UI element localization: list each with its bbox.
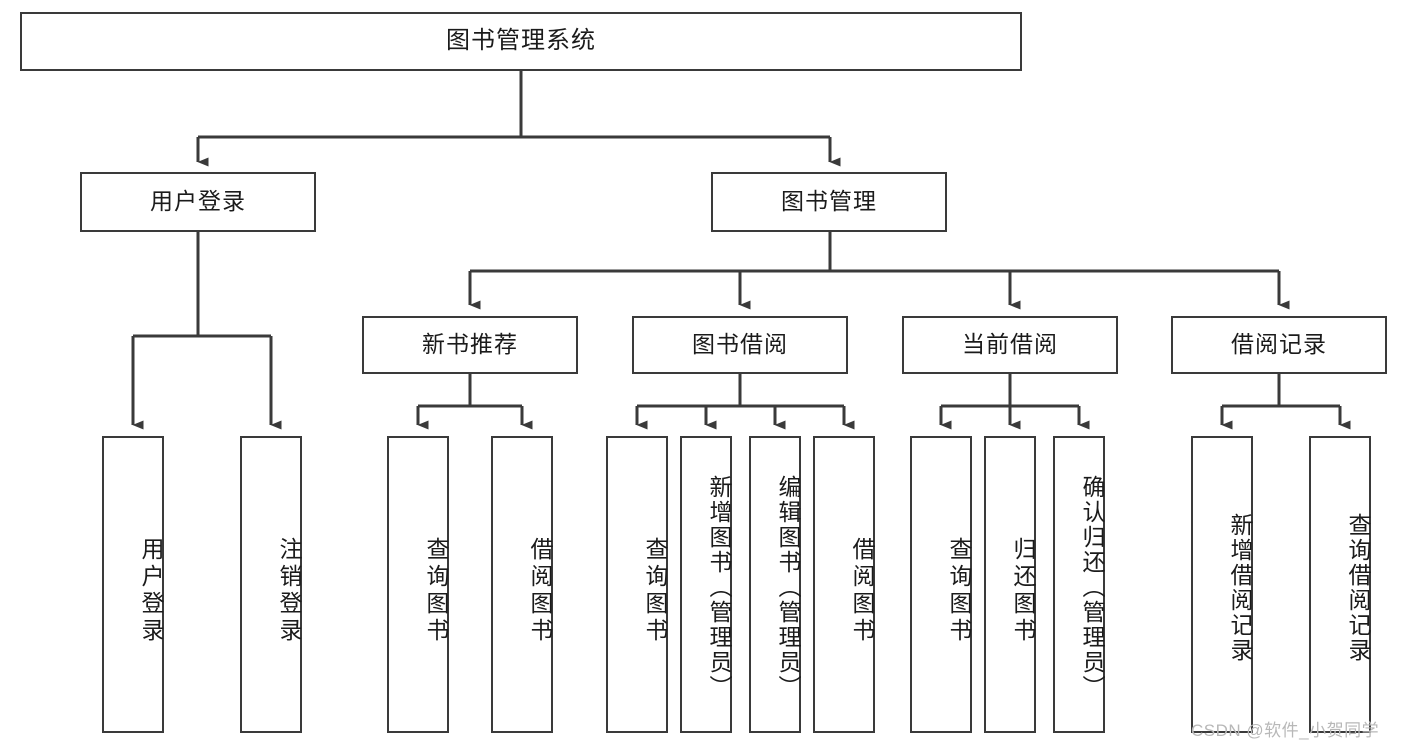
leaf-edit-book-admin[interactable]: 编辑图书（管理员） (749, 436, 801, 733)
leaf-query-book-borrowing[interactable]: 查询图书 (606, 436, 668, 733)
node-label: 查询图书 (946, 536, 972, 645)
node-label: 用户登录 (138, 536, 164, 645)
node-label: 归还图书 (1010, 536, 1036, 645)
node-current-borrowing[interactable]: 当前借阅 (902, 316, 1118, 374)
node-label: 用户登录 (150, 188, 246, 215)
node-label: 图书管理 (781, 188, 877, 215)
node-label: 查询图书 (642, 536, 668, 645)
node-label: 确认归还（管理员） (1079, 475, 1105, 700)
node-root-book-management-system[interactable]: 图书管理系统 (20, 12, 1022, 71)
node-label: 查询图书 (423, 536, 449, 645)
leaf-user-logout[interactable]: 注销登录 (240, 436, 302, 733)
leaf-borrow-book-recommendation[interactable]: 借阅图书 (491, 436, 553, 733)
node-label: 借阅记录 (1231, 331, 1327, 358)
node-book-borrowing[interactable]: 图书借阅 (632, 316, 848, 374)
node-label: 图书管理系统 (446, 27, 596, 55)
leaf-add-borrow-record[interactable]: 新增借阅记录 (1191, 436, 1253, 733)
node-borrowing-record[interactable]: 借阅记录 (1171, 316, 1387, 374)
node-label: 新增图书（管理员） (706, 475, 732, 700)
node-label: 借阅图书 (527, 536, 553, 645)
csdn-watermark: CSDN @软件_小贺同学 (1191, 721, 1380, 740)
node-label: 图书借阅 (692, 331, 788, 358)
node-label: 新书推荐 (422, 331, 518, 358)
leaf-user-login[interactable]: 用户登录 (102, 436, 164, 733)
node-label: 注销登录 (276, 536, 302, 645)
leaf-query-borrow-record[interactable]: 查询借阅记录 (1309, 436, 1371, 733)
leaf-confirm-return-admin[interactable]: 确认归还（管理员） (1053, 436, 1105, 733)
leaf-borrow-book-borrowing[interactable]: 借阅图书 (813, 436, 875, 733)
node-user-login[interactable]: 用户登录 (80, 172, 316, 232)
node-book-management[interactable]: 图书管理 (711, 172, 947, 232)
node-label: 当前借阅 (962, 331, 1058, 358)
leaf-add-book-admin[interactable]: 新增图书（管理员） (680, 436, 732, 733)
node-label: 查询借阅记录 (1345, 512, 1371, 663)
node-label: 新增借阅记录 (1227, 512, 1253, 663)
leaf-query-book-recommendation[interactable]: 查询图书 (387, 436, 449, 733)
leaf-query-book-current[interactable]: 查询图书 (910, 436, 972, 733)
leaf-return-book[interactable]: 归还图书 (984, 436, 1036, 733)
node-label: 借阅图书 (849, 536, 875, 645)
node-label: 编辑图书（管理员） (775, 475, 801, 700)
node-new-book-recommendation[interactable]: 新书推荐 (362, 316, 578, 374)
